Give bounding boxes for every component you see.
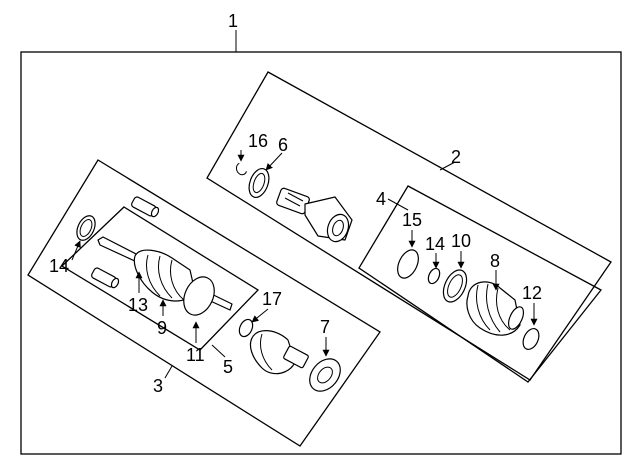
callout-15: 15 xyxy=(402,210,422,230)
outer-cv-joint-housing xyxy=(276,187,353,243)
part-14-snap-ring xyxy=(427,267,441,285)
grease-packet-top xyxy=(131,196,160,218)
part-8-boot xyxy=(466,281,525,336)
part-10-ring xyxy=(442,269,468,303)
callout-11: 11 xyxy=(186,345,205,365)
inner-cv-joint xyxy=(249,330,309,375)
part-17-ring xyxy=(238,318,254,338)
callout-14-left: 14 xyxy=(49,256,69,276)
boot-kit-box-inner xyxy=(60,206,260,351)
callout-4: 4 xyxy=(376,189,386,209)
callout-17: 17 xyxy=(262,289,282,309)
boot-kit-box-outer xyxy=(358,185,602,383)
callout-6: 6 xyxy=(278,135,288,155)
callout-13: 13 xyxy=(128,295,148,315)
part-6-seal-ring xyxy=(248,167,270,199)
grease-packet-bottom xyxy=(91,267,120,289)
callout-3: 3 xyxy=(153,376,163,396)
assembly-frame xyxy=(20,51,622,455)
callout-7: 7 xyxy=(320,317,330,337)
callout-8: 8 xyxy=(490,251,500,271)
inner-joint-kit-box xyxy=(27,159,381,447)
callout-1: 1 xyxy=(228,11,238,31)
callout-2: 2 xyxy=(451,147,461,167)
callout-5: 5 xyxy=(223,357,233,377)
part-16-clip xyxy=(236,162,247,176)
inner-axle-shaft xyxy=(97,236,233,316)
callout-16: 16 xyxy=(248,131,268,151)
part-15-boot-clamp xyxy=(397,249,419,279)
callout-9: 9 xyxy=(157,318,167,338)
part-7-washer xyxy=(309,358,341,392)
part-14-snap-ring-left xyxy=(76,215,96,241)
callout-10: 10 xyxy=(451,231,471,251)
callout-12: 12 xyxy=(522,283,542,303)
callout-14-right: 14 xyxy=(425,234,445,254)
part-12-clamp xyxy=(522,328,540,350)
